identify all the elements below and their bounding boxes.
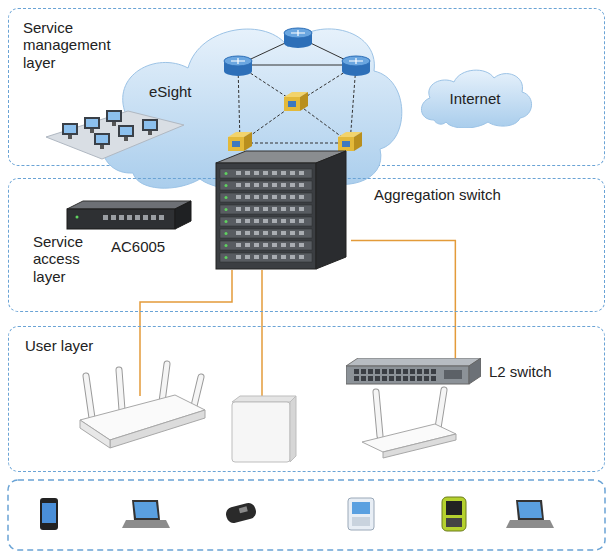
laptop (122, 500, 170, 528)
node-label: Service access layer (33, 233, 97, 285)
aggregation-switch: Aggregation switch (206, 149, 351, 271)
l2-switch: L2 switch (346, 358, 481, 386)
smartphone (40, 498, 58, 530)
access-point (232, 396, 296, 462)
ac-device: AC6005 (63, 199, 193, 259)
node-label: Internet (450, 90, 501, 107)
internet-cloud: Internet (416, 66, 534, 128)
access-point (80, 364, 205, 448)
node-label: AC6005 (111, 238, 165, 255)
layer-band: Service management layer eSight Internet (8, 8, 605, 166)
node-label: eSight (149, 83, 192, 100)
terminal-band (8, 480, 605, 550)
desk-phone (348, 498, 374, 530)
layer-band: User layer L2 switch (8, 326, 605, 472)
usb-modem (224, 501, 257, 524)
aggregation-switch-chassis (206, 149, 351, 271)
uplink-cable (351, 241, 455, 359)
node-label: Aggregation switch (374, 186, 501, 203)
l2-switch-device (346, 358, 481, 386)
node-label: User layer (25, 337, 93, 354)
node-label: Service management layer (23, 19, 119, 71)
access-point (362, 390, 456, 458)
layer-band: Service access layer AC6005 Aggregation sw… (8, 178, 605, 312)
laptop (506, 500, 554, 528)
ac-device (63, 199, 193, 233)
pda (442, 497, 466, 531)
node-label: L2 switch (489, 363, 552, 380)
